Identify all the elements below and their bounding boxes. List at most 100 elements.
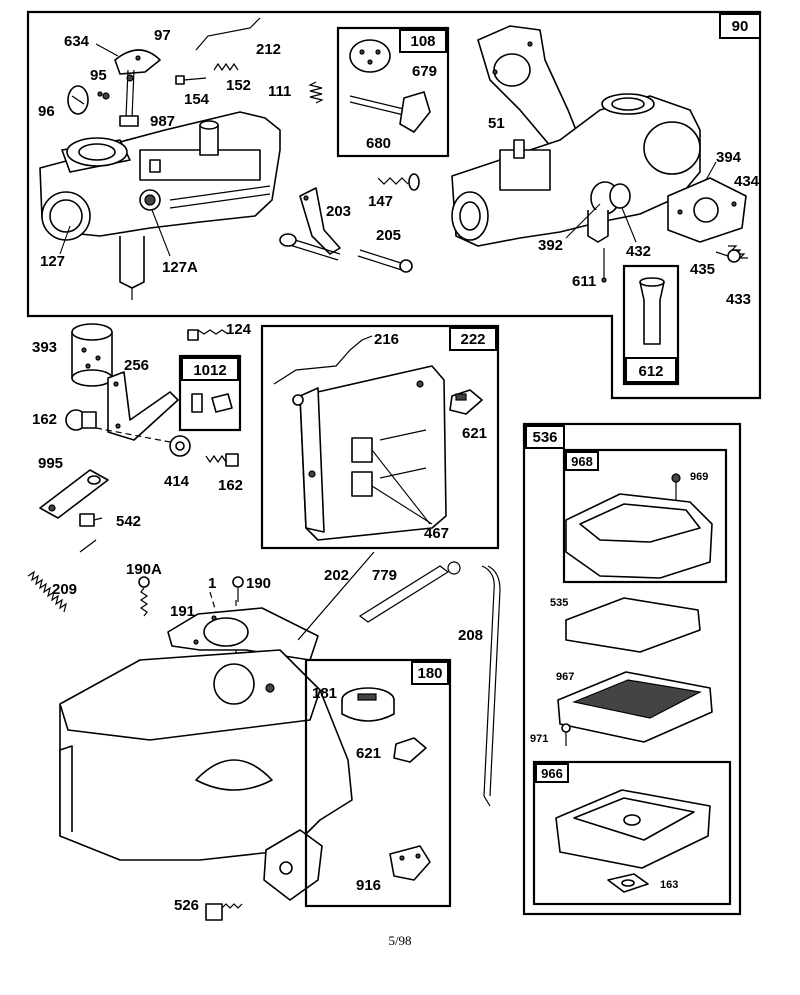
pre-cleaner-535 <box>565 597 701 653</box>
label-162-b: 162 <box>218 477 243 494</box>
group-1012-label: 1012 <box>193 362 226 379</box>
group-966-tag <box>535 763 569 783</box>
fuel-pump-394 <box>667 177 747 243</box>
label-190: 190 <box>246 575 271 592</box>
screw-971 <box>561 723 571 746</box>
group-222-tag <box>449 327 497 351</box>
group-108-tag <box>399 29 447 53</box>
group-90-outline <box>26 10 762 400</box>
clip-621-a <box>449 389 483 415</box>
label-394: 394 <box>716 149 742 166</box>
label-191: 191 <box>170 603 195 620</box>
gasket-163 <box>607 873 649 893</box>
air-cover-968 <box>565 473 713 579</box>
group-180-label: 180 <box>417 665 442 682</box>
label-680: 680 <box>366 135 391 152</box>
clip-916 <box>389 845 431 881</box>
label-969: 969 <box>690 471 708 483</box>
group-536-tag <box>525 425 565 449</box>
label-987: 987 <box>150 113 175 130</box>
label-1: 1 <box>208 575 216 592</box>
screw-526 <box>205 903 243 921</box>
group-966-box <box>532 760 732 906</box>
screw-435 <box>715 249 741 263</box>
bowl-612 <box>639 277 665 345</box>
label-202: 202 <box>324 567 349 584</box>
throttle-plate-679 <box>349 39 431 133</box>
label-97: 97 <box>154 27 171 44</box>
label-216: 216 <box>374 331 399 348</box>
label-51: 51 <box>488 115 505 132</box>
label-152: 152 <box>226 77 251 94</box>
dash-162 <box>95 427 171 443</box>
group-108-label: 108 <box>410 33 435 50</box>
group-612-tag <box>625 357 677 383</box>
spring-111 <box>308 81 324 104</box>
label-124: 124 <box>226 321 252 338</box>
screw-154 <box>175 75 207 85</box>
group-90-label: 90 <box>732 18 749 35</box>
leader-127 <box>59 225 71 255</box>
label-154: 154 <box>184 91 210 108</box>
label-95: 95 <box>90 67 107 84</box>
filter-967 <box>557 671 713 743</box>
washer-414 <box>169 435 191 457</box>
group-612-box <box>622 264 680 386</box>
leader-432 <box>621 207 637 243</box>
label-111: 111 <box>268 83 291 100</box>
label-611: 611 <box>572 273 596 290</box>
group-180-box <box>304 658 452 908</box>
spring-209 <box>27 539 97 613</box>
carburetor-right <box>451 93 701 247</box>
label-162-a: 162 <box>32 411 57 428</box>
dash-190-a <box>209 591 217 613</box>
carburetor-left <box>39 111 281 300</box>
label-127A: 127A <box>162 259 198 276</box>
label-542: 542 <box>116 513 141 530</box>
group-222-label: 222 <box>460 331 485 348</box>
needle-611 <box>601 248 607 283</box>
label-526: 526 <box>174 897 199 914</box>
label-96: 96 <box>38 103 55 120</box>
clip-621-b <box>393 737 427 763</box>
link-202 <box>297 551 375 641</box>
label-256: 256 <box>124 357 149 374</box>
label-205: 205 <box>376 227 401 244</box>
gasket-191 <box>167 607 319 661</box>
control-plate <box>292 365 447 541</box>
label-392: 392 <box>538 237 563 254</box>
label-916: 916 <box>356 877 381 894</box>
choke-plate-634 <box>114 49 161 75</box>
pin-205 <box>357 249 413 273</box>
clip-95 <box>97 91 110 100</box>
label-181: 181 <box>312 685 337 702</box>
group-536-box <box>522 422 742 916</box>
group-968-label: 968 <box>571 454 593 469</box>
label-679: 679 <box>412 63 437 80</box>
label-434: 434 <box>734 173 760 190</box>
screw-124 <box>187 329 229 341</box>
group-612-label: 612 <box>638 363 663 380</box>
filter-393 <box>71 323 113 387</box>
fuel-tank <box>59 649 353 901</box>
lever-203 <box>299 187 341 255</box>
label-208: 208 <box>458 627 483 644</box>
group-90-tag <box>719 13 761 39</box>
label-433: 433 <box>726 291 751 308</box>
spring-779 <box>358 561 461 623</box>
spring-152 <box>213 62 239 72</box>
screw-190 <box>232 576 244 602</box>
group-108-box <box>336 26 450 158</box>
group-536-label: 536 <box>532 429 557 446</box>
bracket-256 <box>107 371 179 441</box>
group-222-box <box>260 324 500 550</box>
label-995: 995 <box>38 455 63 472</box>
label-467: 467 <box>424 525 449 542</box>
label-203: 203 <box>326 203 351 220</box>
label-435: 435 <box>690 261 715 278</box>
label-779: 779 <box>372 567 397 584</box>
label-163: 163 <box>660 879 678 891</box>
leader-467-a <box>371 449 431 525</box>
